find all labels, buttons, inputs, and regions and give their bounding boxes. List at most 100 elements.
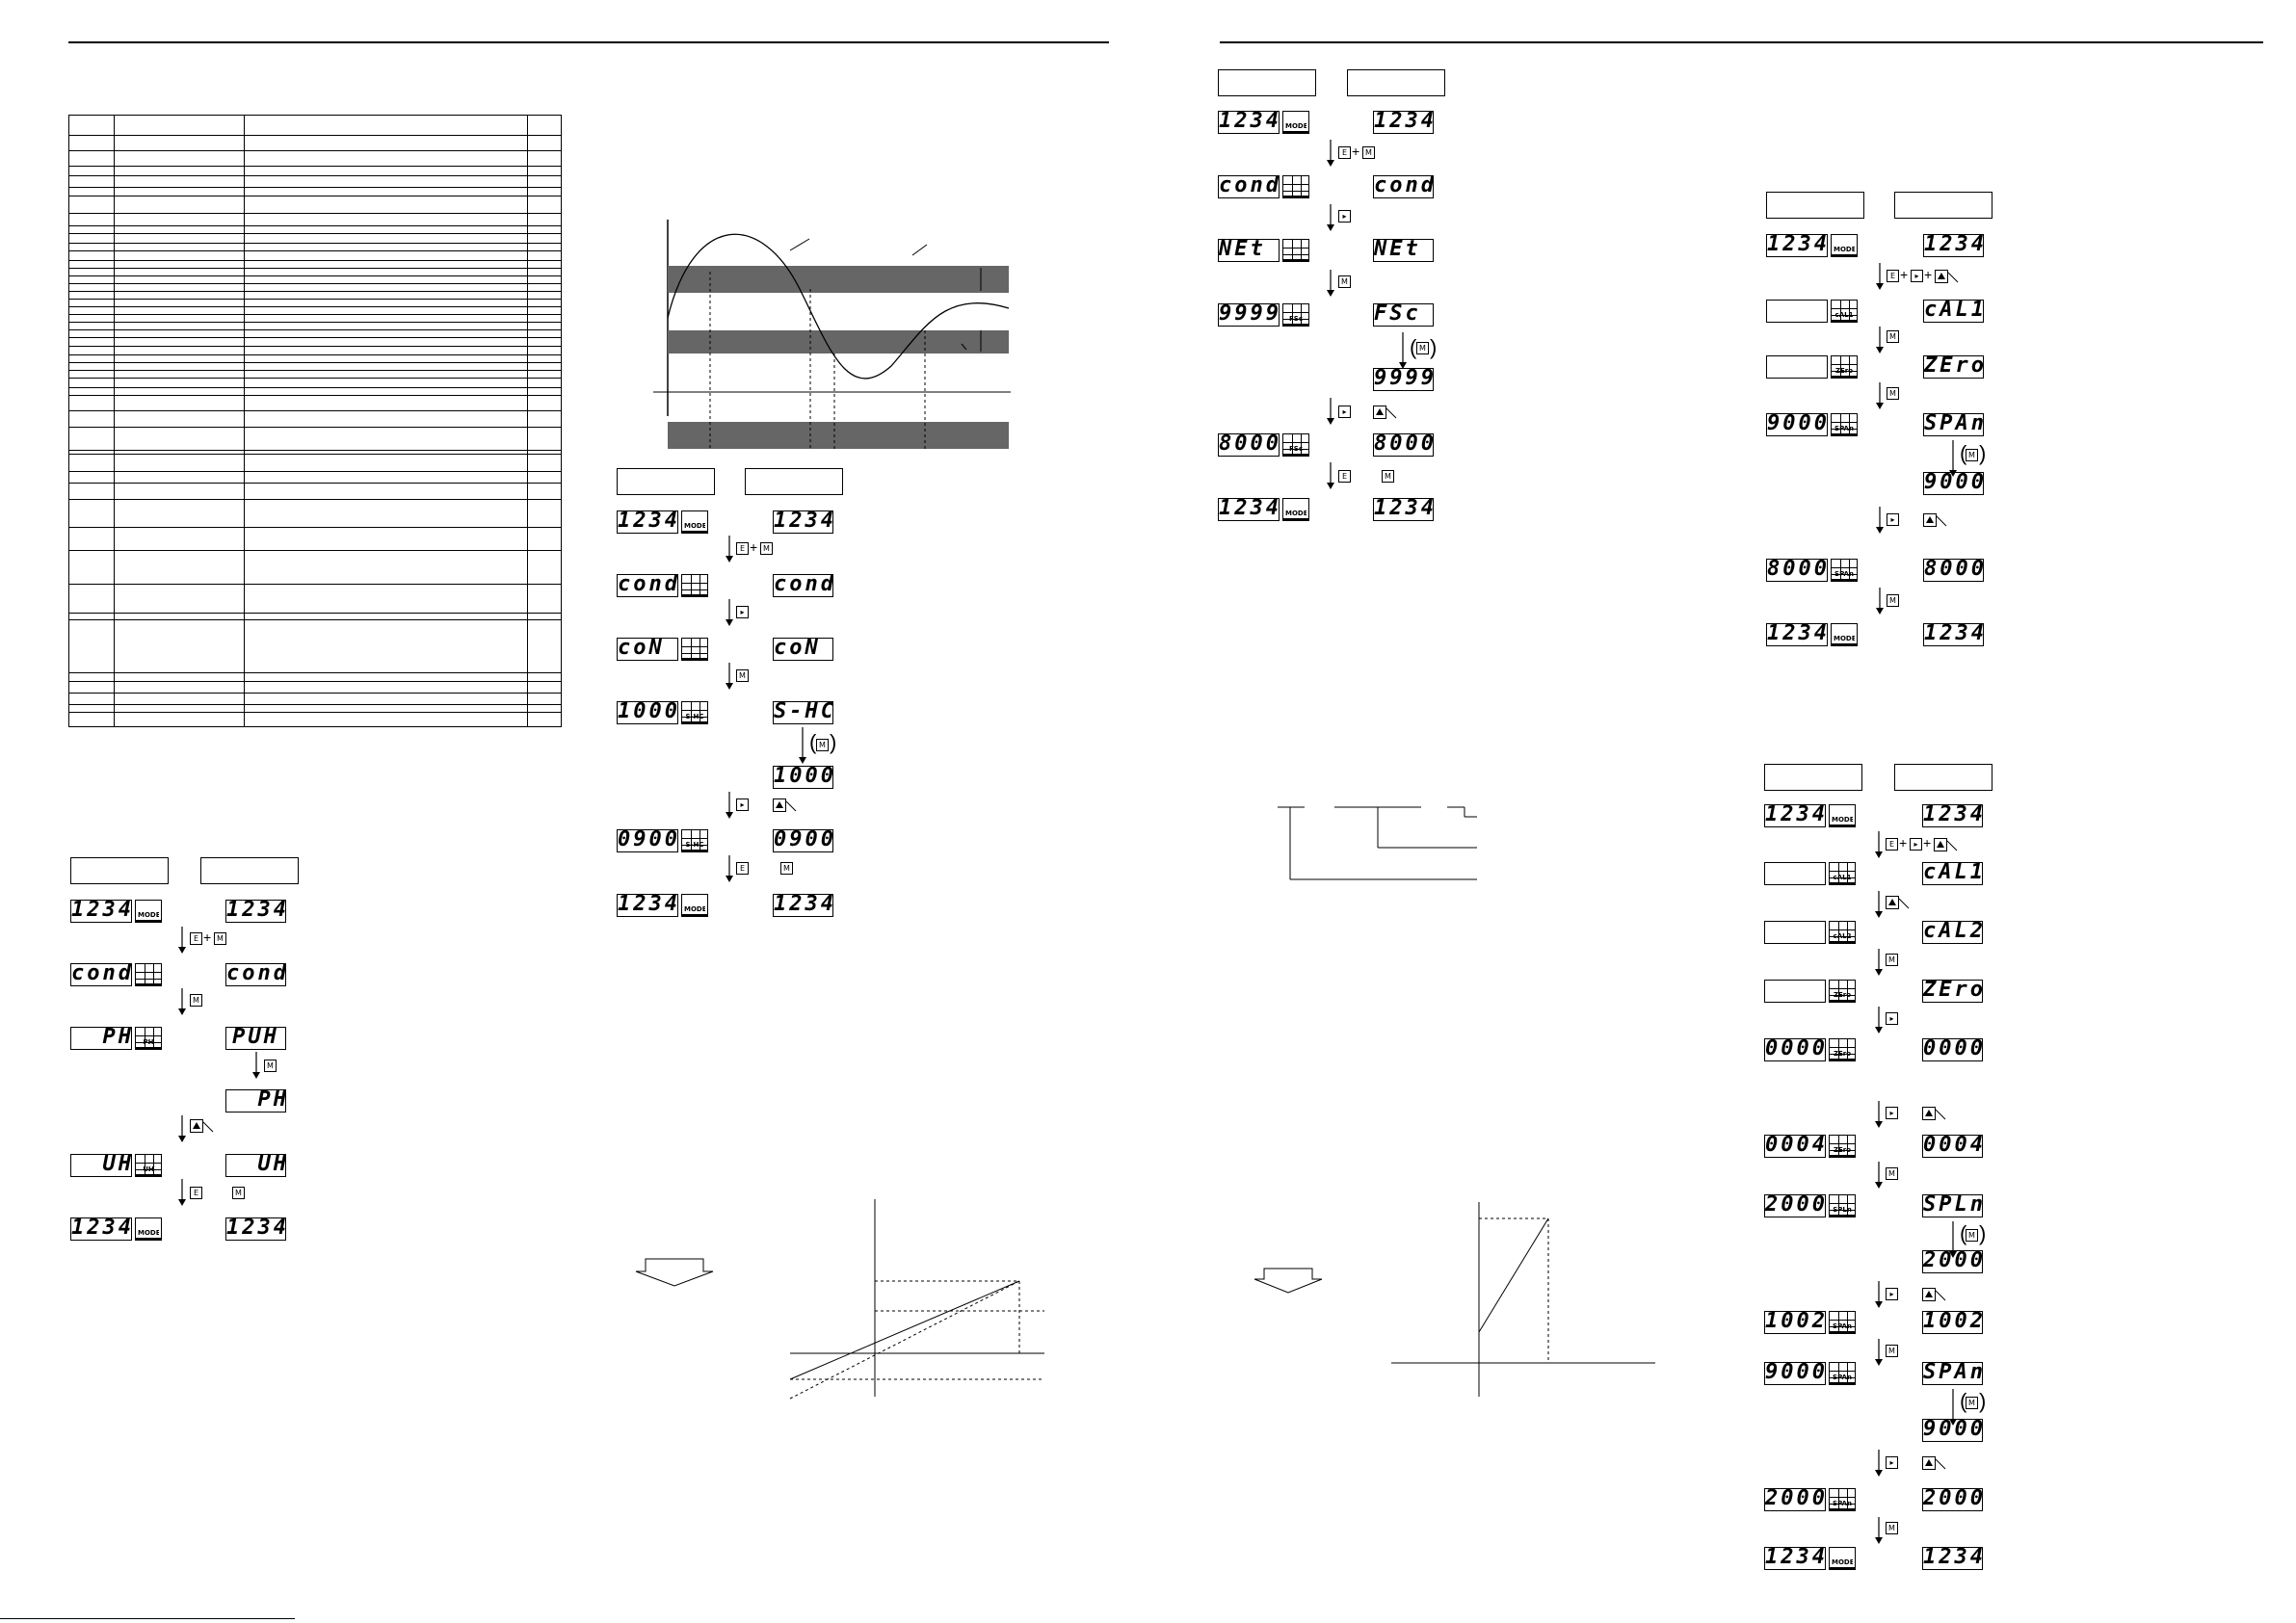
key-m-icon: M — [1966, 1397, 1978, 1409]
table-row-line — [69, 187, 561, 188]
table-row-line — [69, 225, 561, 226]
table-row-line — [69, 175, 561, 176]
plus-sign: + — [1900, 267, 1909, 282]
mode-indicator: S-HC — [681, 701, 708, 724]
table-row-line — [69, 704, 561, 705]
plus-sign: + — [1899, 835, 1908, 851]
flow-header-box — [1764, 764, 1862, 791]
table-row-line — [69, 135, 561, 136]
lcd-display: 1234 — [1922, 1547, 1983, 1570]
lcd-display: 1000 — [773, 766, 833, 789]
mode-indicator: FSc — [1282, 303, 1309, 327]
key-r-icon: ▸ — [1886, 1012, 1898, 1025]
down-arrow-icon — [1875, 1162, 1883, 1189]
plus-sign: + — [1352, 144, 1360, 159]
mode-indicator: cAL1 — [1831, 300, 1858, 323]
lcd-display: 0004 — [1922, 1135, 1983, 1158]
lcd-display: cond — [1218, 175, 1280, 198]
table-row-line — [69, 322, 561, 323]
up-key-icon — [1922, 1456, 1946, 1470]
up-key-icon — [1886, 896, 1910, 909]
mode-indicator — [1282, 239, 1309, 262]
table-row-line — [69, 329, 561, 330]
lcd-display: 1002 — [1764, 1311, 1826, 1334]
down-arrow-icon — [1949, 440, 1957, 477]
lcd-display: 8000 — [1373, 433, 1434, 457]
up-key-icon — [1935, 270, 1959, 283]
lcd-display: 1234 — [225, 900, 286, 923]
lcd-display: 0900 — [773, 829, 833, 852]
table-row-line — [69, 233, 561, 234]
lcd-display: ZEro — [1923, 355, 1984, 379]
key-e-icon: E — [190, 1187, 202, 1199]
lcd-display: PH — [70, 1027, 132, 1050]
down-arrow-icon — [726, 663, 733, 690]
mode-indicator: ZEro — [1829, 1038, 1856, 1061]
flow-header-box — [745, 468, 843, 495]
lcd-display: 1234 — [1373, 498, 1434, 521]
lcd-display: cAL1 — [1923, 300, 1984, 323]
down-arrow-icon — [1327, 140, 1334, 167]
lcd-display — [1764, 862, 1826, 885]
table-row-line — [69, 693, 561, 694]
lcd-display: 9000 — [1923, 472, 1984, 495]
lcd-display: cond — [1373, 175, 1434, 198]
table-row-line — [69, 712, 561, 713]
table-row-line — [69, 672, 561, 673]
up-key-icon — [1922, 1107, 1946, 1120]
paren-glyph: ) — [830, 730, 837, 754]
up-key-icon — [1923, 513, 1947, 527]
key-m-icon: M — [1887, 387, 1899, 400]
scaling-graph-mid — [635, 1199, 1044, 1400]
down-arrow-icon — [1327, 204, 1334, 231]
down-arrow-icon — [1876, 263, 1884, 290]
down-arrow-icon — [1876, 327, 1884, 353]
lcd-display: 1234 — [70, 1217, 132, 1241]
flow-header-box — [617, 468, 715, 495]
key-e-icon: E — [1338, 470, 1351, 483]
paren-glyph: ) — [1979, 441, 1987, 465]
key-m-icon: M — [190, 994, 202, 1007]
down-arrow-icon — [1875, 1007, 1883, 1034]
down-arrow-icon — [178, 1115, 186, 1142]
lcd-display: 9000 — [1922, 1419, 1983, 1442]
mode-indicator: cAL1 — [1829, 862, 1856, 885]
key-m-icon: M — [780, 862, 793, 875]
mode-indicator: MODE — [1282, 111, 1309, 134]
table-row-line — [69, 471, 561, 472]
lcd-display: FSc — [1373, 303, 1434, 327]
flow-header-box — [1766, 192, 1864, 219]
down-arrow-icon — [1875, 1339, 1883, 1366]
key-m-icon: M — [760, 542, 773, 555]
paren-glyph: ( — [1960, 441, 1967, 465]
lcd-display — [1766, 300, 1828, 323]
table-row-line — [69, 378, 561, 379]
down-arrow-icon — [1327, 462, 1334, 489]
mode-indicator: MODE — [1829, 1547, 1856, 1570]
key-m-icon: M — [1887, 330, 1899, 343]
bracket-diagram — [1278, 806, 1477, 880]
table-row-line — [69, 527, 561, 528]
key-r-icon: ▸ — [1886, 1107, 1898, 1119]
lcd-display: 2000 — [1764, 1488, 1826, 1511]
down-arrow-icon — [1875, 831, 1883, 858]
lcd-display: 1234 — [70, 900, 132, 923]
key-r-icon: ▸ — [1887, 513, 1899, 526]
key-r-icon: ▸ — [1338, 210, 1351, 223]
table-row-line — [69, 213, 561, 214]
paren-glyph: ) — [1979, 1221, 1987, 1245]
down-arrow-icon — [1327, 398, 1334, 425]
lcd-display: 8000 — [1923, 559, 1984, 582]
up-key-icon — [1373, 406, 1397, 419]
lcd-display: SPAn — [1923, 413, 1984, 436]
table-row-line — [69, 387, 561, 388]
lcd-display: 1234 — [1764, 1547, 1826, 1570]
lcd-display: ZEro — [1922, 980, 1983, 1003]
down-arrow-icon — [1876, 382, 1884, 409]
lcd-display: 1234 — [773, 894, 833, 917]
key-e-icon: E — [1338, 146, 1351, 159]
table-row-line — [69, 291, 561, 292]
mode-indicator: FSc — [1282, 433, 1309, 457]
table-row-line — [69, 681, 561, 682]
paren-glyph: ) — [1979, 1389, 1987, 1413]
